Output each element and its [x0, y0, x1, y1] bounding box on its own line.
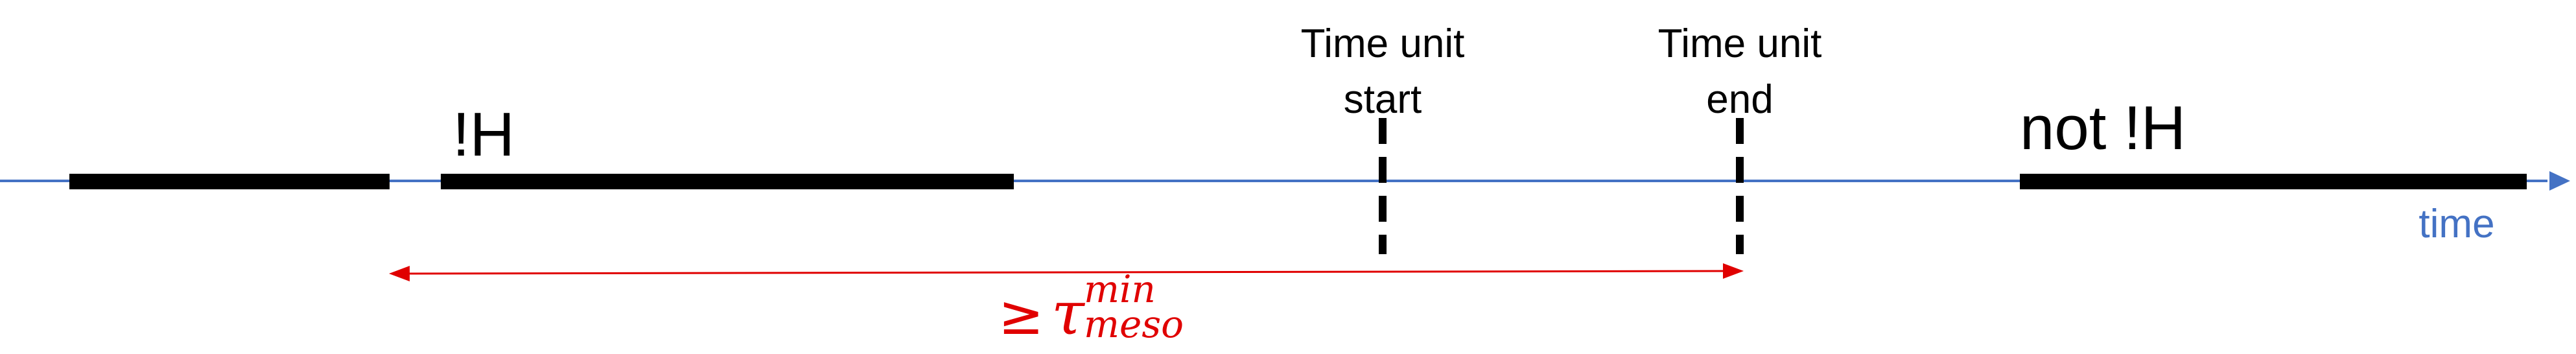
- interval-arrow-line: [401, 270, 1731, 275]
- interval-subscript: meso: [1084, 302, 1184, 346]
- time-unit-start-label-line2: start: [1344, 77, 1422, 122]
- not-not-h-label: not !H: [2020, 93, 2186, 163]
- bar-segment-1: [69, 174, 390, 189]
- interval-tau-symbol: τ: [1051, 279, 1086, 348]
- interval-label: ≥ τ min meso: [998, 267, 1184, 348]
- bar-segment-3-not-not-h: [2020, 174, 2527, 189]
- interval-arrow-right-head: [1723, 263, 1744, 279]
- time-axis-label: time: [2418, 202, 2494, 246]
- interval-relation: ≥: [998, 283, 1044, 347]
- time-unit-start-label-line1: Time unit: [1301, 21, 1465, 66]
- interval-superscript: min: [1084, 267, 1156, 311]
- interval-arrow-left-head: [389, 266, 410, 281]
- not-h-label: !H: [452, 100, 515, 169]
- time-unit-end-label-line1: Time unit: [1658, 21, 1822, 66]
- time-unit-end-label-line2: end: [1706, 77, 1773, 122]
- bar-segment-2-not-h: [441, 174, 1014, 189]
- time-axis-arrowhead: [2549, 171, 2570, 191]
